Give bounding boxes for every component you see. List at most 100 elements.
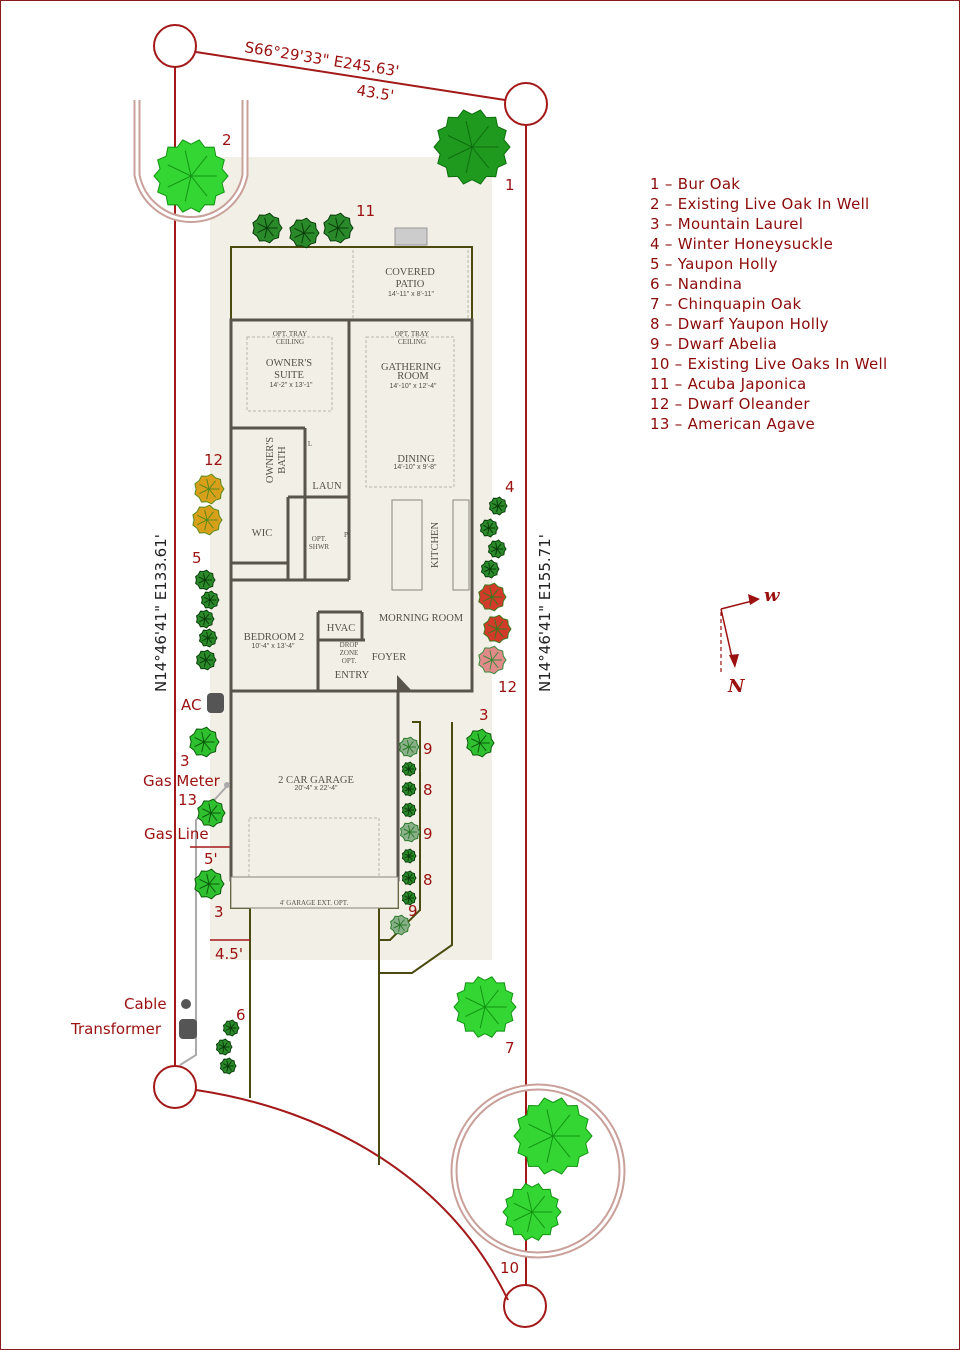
chinquapin-oak-plant-icon	[453, 976, 517, 1038]
legend-item: 10 – Existing Live Oaks In Well	[650, 355, 888, 373]
svg-text:6: 6	[236, 1006, 246, 1024]
svg-text:7: 7	[505, 1039, 515, 1057]
svg-text:L: L	[308, 440, 312, 448]
svg-text:2: 2	[222, 131, 232, 149]
svg-text:CEILING: CEILING	[276, 338, 304, 346]
svg-text:OPT.: OPT.	[342, 657, 357, 665]
nandina-plant-icon	[219, 1057, 237, 1075]
svg-text:P: P	[344, 531, 348, 539]
svg-text:WIC: WIC	[252, 528, 272, 539]
live-oak-2-plant-icon	[153, 139, 229, 213]
svg-text:14'-10" x 12'-4": 14'-10" x 12'-4"	[390, 383, 437, 390]
live-oak-10-plant-icon	[502, 1183, 562, 1241]
svg-text:DROP: DROP	[340, 641, 359, 649]
gas-line-label: Gas Line	[144, 825, 209, 843]
legend-item: 2 – Existing Live Oak In Well	[650, 195, 870, 213]
dwarf-yaupon-plant-icon	[401, 761, 417, 777]
svg-text:8: 8	[423, 781, 433, 799]
legend-item: 7 – Chinquapin Oak	[650, 295, 802, 313]
svg-text:ROOM: ROOM	[397, 371, 429, 382]
svg-text:12: 12	[204, 451, 223, 469]
svg-text:FOYER: FOYER	[372, 652, 406, 663]
nandina-plant-icon	[215, 1038, 233, 1056]
legend-item: 11 – Acuba Japonica	[650, 375, 807, 393]
bur-oak-plant-icon	[433, 109, 511, 185]
svg-text:OPT. TRAY: OPT. TRAY	[395, 330, 430, 338]
dim-5-label: 5'	[204, 850, 218, 868]
nandina-plant-icon	[222, 1019, 240, 1037]
legend-item: 1 – Bur Oak	[650, 175, 741, 193]
svg-text:BATH: BATH	[277, 446, 288, 474]
svg-text:14'-2" x 13'-1": 14'-2" x 13'-1"	[269, 382, 313, 389]
hvac-unit	[394, 227, 428, 246]
cable-label: Cable	[124, 995, 167, 1013]
honeysuckle-plant-icon	[488, 496, 508, 516]
svg-text:9: 9	[423, 825, 433, 843]
dwarf-yaupon-plant-icon	[401, 781, 417, 797]
svg-text:10: 10	[500, 1259, 519, 1277]
oleander-pink-plant-icon	[478, 645, 507, 675]
plant-labels: 1 2 11 12 5 3 13 3 6 4 12 3 9 8 9 8 9 7 …	[178, 131, 519, 1277]
legend-item: 3 – Mountain Laurel	[650, 215, 804, 233]
svg-text:CEILING: CEILING	[398, 338, 426, 346]
agave-plant-icon	[197, 798, 226, 828]
legend-item: 8 – Dwarf Yaupon Holly	[650, 315, 829, 333]
live-oak-10-plant-icon	[513, 1097, 593, 1175]
yaupon-plant-icon	[200, 590, 220, 610]
svg-text:SHWR: SHWR	[309, 543, 330, 551]
left-bearing-label: N14°46'41" E133.61'	[152, 534, 170, 692]
legend-item: 6 – Nandina	[650, 275, 743, 293]
svg-text:KITCHEN: KITCHEN	[430, 522, 441, 568]
property-boundary	[153, 24, 548, 1328]
laurel-plant-icon	[466, 728, 495, 758]
covered-patio	[230, 246, 473, 321]
yaupon-plant-icon	[196, 649, 217, 671]
svg-text:OPT. TRAY: OPT. TRAY	[273, 330, 308, 338]
svg-text:DINING: DINING	[397, 454, 435, 465]
svg-text:20'-4" x 22'-4": 20'-4" x 22'-4"	[294, 785, 338, 792]
svg-text:ENTRY: ENTRY	[335, 670, 370, 681]
abelia-plant-icon	[400, 821, 421, 843]
laurel-plant-icon	[194, 868, 225, 900]
gas-meter-label: Gas Meter	[143, 772, 221, 790]
yaupon-plant-icon	[195, 609, 215, 629]
compass-n-label: N	[727, 676, 746, 697]
legend-item: 13 – American Agave	[650, 415, 816, 433]
svg-text:OWNER'S: OWNER'S	[265, 437, 276, 483]
gas-meter-marker	[224, 782, 230, 788]
honeysuckle-plant-icon	[487, 539, 507, 559]
svg-text:OWNER'S: OWNER'S	[266, 358, 312, 369]
cable-box	[181, 999, 191, 1009]
svg-text:13: 13	[178, 791, 197, 809]
yaupon-plant-icon	[198, 628, 218, 648]
svg-text:HVAC: HVAC	[327, 623, 355, 634]
transformer-label: Transformer	[70, 1020, 162, 1038]
svg-text:8: 8	[423, 871, 433, 889]
floor-plan	[229, 227, 474, 909]
honeysuckle-plant-icon	[479, 518, 499, 538]
svg-text:PATIO: PATIO	[396, 279, 425, 290]
dwarf-yaupon-plant-icon	[401, 890, 417, 906]
transformer-box	[179, 1019, 197, 1039]
svg-text:14'-10" x 9'-8": 14'-10" x 9'-8"	[393, 464, 437, 471]
ac-label: AC	[181, 696, 201, 714]
svg-text:10'-4" x 13'-4": 10'-4" x 13'-4"	[251, 643, 295, 650]
svg-text:SUITE: SUITE	[274, 370, 304, 381]
room-labels: COVERED PATIO 14'-11" x 8'-11" OPT. TRAY…	[244, 267, 464, 907]
svg-text:4: 4	[505, 478, 515, 496]
ac-unit	[207, 693, 224, 713]
acuba-plant-icon	[252, 212, 283, 244]
oleander-plant-icon	[192, 504, 223, 536]
svg-text:4' GARAGE EXT. OPT.: 4' GARAGE EXT. OPT.	[280, 899, 349, 907]
svg-text:ZONE: ZONE	[340, 649, 359, 657]
svg-text:COVERED: COVERED	[385, 267, 435, 278]
svg-text:14'-11" x 8'-11": 14'-11" x 8'-11"	[388, 291, 434, 298]
svg-text:3: 3	[214, 903, 224, 921]
svg-text:GATHERING: GATHERING	[381, 362, 441, 373]
svg-text:1: 1	[505, 176, 515, 194]
svg-text:BEDROOM 2: BEDROOM 2	[244, 632, 304, 643]
honeysuckle-plant-icon	[480, 559, 500, 579]
svg-text:2 CAR GARAGE: 2 CAR GARAGE	[278, 775, 354, 786]
top-bearing-label: S66°29'33" E245.63'	[243, 38, 400, 80]
svg-text:9: 9	[423, 740, 433, 758]
